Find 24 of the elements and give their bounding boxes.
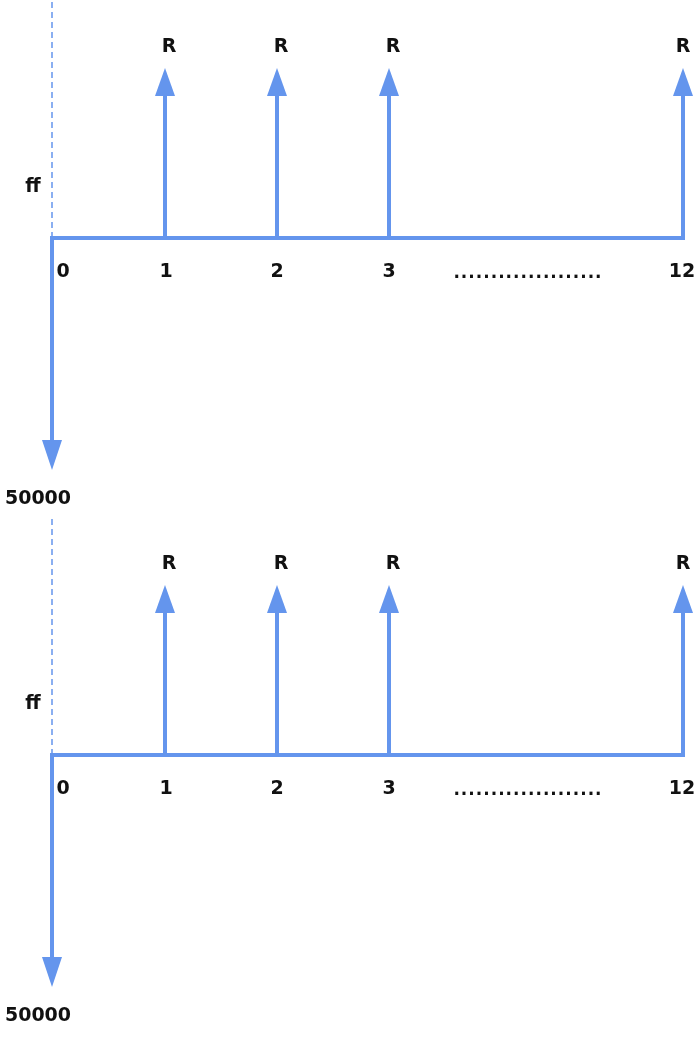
value-label: R	[273, 551, 289, 573]
period-number: 3	[382, 776, 396, 798]
period-number: 0	[56, 259, 70, 281]
period-number: 12	[668, 259, 696, 281]
period-number: 3	[382, 259, 396, 281]
rate-label: ff	[25, 691, 41, 713]
period-number: 0	[56, 776, 70, 798]
period-number: 2	[270, 259, 284, 281]
period-number: 1	[159, 776, 173, 798]
value-label: R	[161, 34, 177, 56]
period-number: 1	[159, 259, 173, 281]
value-label: R	[385, 551, 401, 573]
value-label: R	[385, 34, 401, 56]
value-label: R	[675, 34, 691, 56]
amount-label: 50000	[4, 486, 72, 508]
period-number: 12	[668, 776, 696, 798]
value-label: R	[273, 34, 289, 56]
amount-label: 50000	[4, 1003, 72, 1025]
ellipsis-dots: ....................	[453, 778, 603, 800]
rate-label: ff	[25, 174, 41, 196]
value-label: R	[161, 551, 177, 573]
ellipsis-dots: ....................	[453, 261, 603, 283]
value-label: R	[675, 551, 691, 573]
period-number: 2	[270, 776, 284, 798]
